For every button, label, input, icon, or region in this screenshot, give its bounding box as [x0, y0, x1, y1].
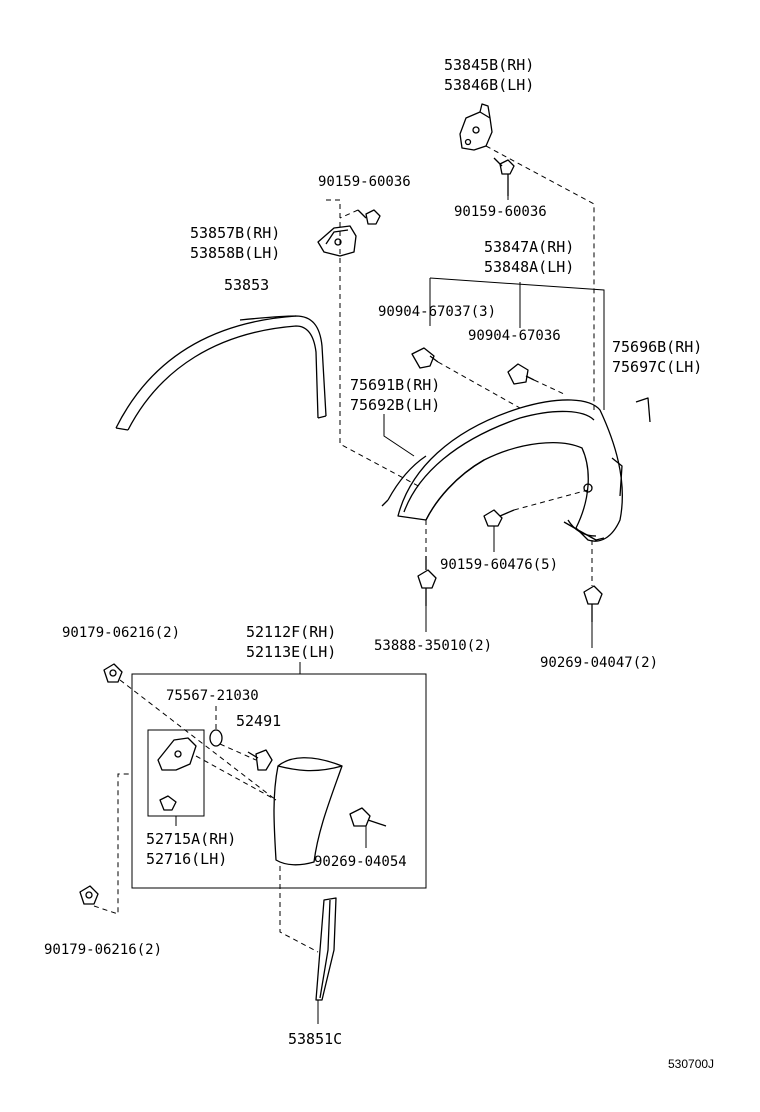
- clip-52491-drawing: [247, 749, 273, 771]
- label-75697c: 75697C(LH): [612, 358, 702, 376]
- label-90269-04047: 90269-04047(2): [540, 655, 658, 671]
- label-52716: 52716(LH): [146, 850, 227, 868]
- screw-90159-60036-right-drawing: [493, 157, 515, 196]
- label-90904-67037: 90904-67037(3): [378, 304, 496, 320]
- label-75692b: 75692B(LH): [350, 396, 440, 414]
- screw-90159-60036-left-drawing: [357, 209, 381, 225]
- label-52491: 52491: [236, 712, 281, 730]
- label-53848a: 53848A(LH): [484, 258, 574, 276]
- screw-90179-06216-lower-drawing: [79, 885, 99, 905]
- label-52113e: 52113E(LH): [246, 643, 336, 661]
- label-90159-60036-left: 90159-60036: [318, 174, 411, 190]
- screw-90159-60476-drawing: [483, 509, 515, 527]
- leader-lines: [93, 145, 605, 1024]
- screw-90179-06216-upper-drawing: [103, 663, 123, 683]
- label-90179-06216-lower: 90179-06216(2): [44, 942, 162, 958]
- mudguard-52112f-drawing: [273, 757, 343, 866]
- label-90269-04054: 90269-04054: [314, 854, 407, 870]
- label-53845b: 53845B(RH): [444, 56, 534, 74]
- pin-90269-04054-drawing: [349, 807, 387, 827]
- label-53853: 53853: [224, 276, 269, 294]
- moulding-53853-drawing: [115, 315, 327, 431]
- washer-75567-21030-drawing: [209, 729, 223, 747]
- clip-75696b-drawing: [635, 397, 651, 423]
- pin-53888-35010-drawing: [417, 556, 437, 606]
- clip-90904-67037-drawing: [411, 347, 439, 369]
- label-52112f: 52112F(RH): [246, 623, 336, 641]
- label-53888-35010: 53888-35010(2): [374, 638, 492, 654]
- bracket-52715a-drawing: [157, 737, 197, 811]
- label-53846b: 53846B(LH): [444, 76, 534, 94]
- part-labels: 53845B(RH) 53846B(LH) 90159-60036 90159-…: [44, 56, 714, 1071]
- label-53858b: 53858B(LH): [190, 244, 280, 262]
- diagram-reference-code: 530700J: [668, 1057, 714, 1071]
- label-75567-21030: 75567-21030: [166, 688, 259, 704]
- label-90179-06216-upper: 90179-06216(2): [62, 625, 180, 641]
- pin-90269-04047-drawing: [583, 585, 603, 622]
- strip-53851c-drawing: [315, 897, 337, 1001]
- bracket-53857b-drawing: [317, 225, 357, 257]
- label-53857b: 53857B(RH): [190, 224, 280, 242]
- label-90159-60036-right: 90159-60036: [454, 204, 547, 220]
- label-75696b: 75696B(RH): [612, 338, 702, 356]
- label-53847a: 53847A(RH): [484, 238, 574, 256]
- label-52715a: 52715A(RH): [146, 830, 236, 848]
- bracket-53845b-drawing: [459, 103, 493, 151]
- label-75691b: 75691B(RH): [350, 376, 440, 394]
- label-53851c: 53851C: [288, 1030, 342, 1048]
- wheel-arch-moulding-75691b-drawing: [381, 399, 623, 542]
- label-90904-67036: 90904-67036: [468, 328, 561, 344]
- label-90159-60476: 90159-60476(5): [440, 557, 558, 573]
- clip-90904-67036-drawing: [507, 363, 535, 385]
